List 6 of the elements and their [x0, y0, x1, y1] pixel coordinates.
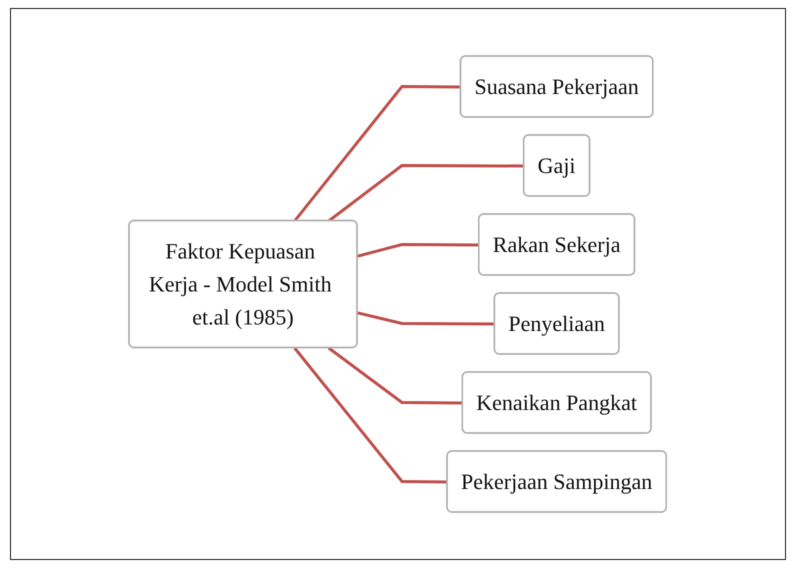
connector [294, 347, 448, 484]
connector [358, 311, 496, 326]
connector [328, 164, 525, 222]
connector [328, 346, 464, 404]
connector [294, 85, 462, 222]
connector [358, 243, 480, 258]
